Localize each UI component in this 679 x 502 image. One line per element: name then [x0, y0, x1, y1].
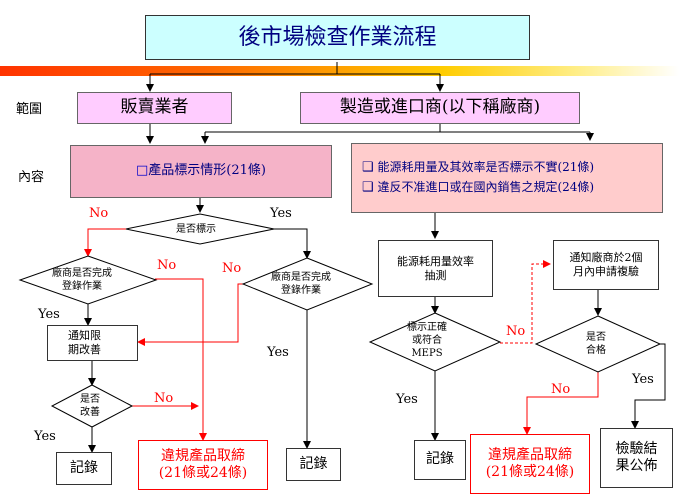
- text-line: 通知廠商於2個: [569, 251, 643, 265]
- header-stripe: [0, 66, 679, 76]
- scope-label: 範圍: [16, 102, 43, 117]
- decision-maker-registered-right: [241, 257, 374, 311]
- edge-yes-right-registered: Yes: [267, 345, 289, 360]
- text-line: (21條或24條): [485, 464, 575, 480]
- decision-pass: [534, 315, 662, 373]
- energy-item-2: ❑ 違反不准進口或在國內銷售之規定(24條): [362, 180, 594, 196]
- content-label: 內容: [18, 170, 45, 185]
- maker-box: 製造或進口商(以下稱廠商): [300, 92, 580, 124]
- seller-box: 販賣業者: [77, 92, 232, 124]
- text-line: 是否: [586, 332, 606, 343]
- maker-registered-right-text: 廠商是否完成 登錄作業: [271, 271, 331, 297]
- decision-is-labeled: [125, 213, 275, 245]
- checkbox-bullet-icon: ❑: [362, 159, 374, 175]
- is-labeled-text: 是否標示: [176, 224, 216, 235]
- edge-yes-pass: Yes: [632, 372, 654, 387]
- text-line: 或符合: [412, 335, 442, 346]
- energy-item-2-text: 違反不准進口或在國內銷售之規定(24條): [377, 180, 595, 194]
- violation-box-right: 違規產品取締 (21條或24條): [470, 434, 590, 494]
- text-line: 檢驗結: [615, 440, 658, 457]
- edge-yes-is-labeled: Yes: [270, 206, 292, 221]
- checkbox-bullet-icon: □: [136, 163, 149, 179]
- pass-text: 是否 合格: [586, 331, 606, 357]
- page-title: 後市場檢查作業流程: [145, 15, 530, 60]
- text-line: 廠商是否完成: [52, 268, 112, 279]
- text-line: 月內申請複驗: [573, 265, 639, 278]
- record-box-1: 記錄: [56, 452, 112, 485]
- text-line: 登錄作業: [281, 285, 321, 296]
- edge-yes-improved: Yes: [34, 429, 56, 444]
- edge-no-left-registered: No: [157, 258, 177, 273]
- text-line: 廠商是否完成: [271, 272, 331, 283]
- checkbox-bullet-icon: ❑: [362, 180, 374, 195]
- notify-fix-box: 通知限 期改善: [47, 325, 138, 361]
- energy-item-1-text: 能源耗用量及其效率是否標示不實(21條): [377, 159, 595, 174]
- energy-item-1: ❑ 能源耗用量及其效率是否標示不實(21條): [362, 160, 594, 176]
- decision-improved: [50, 384, 134, 428]
- text-line: MEPS: [411, 348, 443, 359]
- edge-no-improved: No: [154, 391, 174, 406]
- energy-test-box: 能源耗用量效率 抽測: [378, 240, 493, 297]
- edge-no-right-registered: No: [222, 261, 242, 276]
- text-line: 改善: [80, 407, 100, 418]
- text-line: 期改善: [68, 343, 101, 356]
- text-line: 違規產品取締: [161, 447, 245, 464]
- record-box-3: 記錄: [414, 440, 466, 480]
- publish-box: 檢驗結 果公佈: [600, 428, 673, 488]
- text-line: 登錄作業: [62, 281, 102, 292]
- label-inspection-box: □ 產品標示情形(21條): [70, 145, 332, 198]
- meps-text: 標示正確 或符合 MEPS: [407, 321, 447, 360]
- text-line: 違規產品取締: [488, 446, 572, 463]
- text-line: 合格: [586, 345, 606, 356]
- label-inspection-text: 產品標示情形(21條): [148, 163, 266, 179]
- text-line: (21條或24條): [158, 465, 248, 481]
- edge-no-meps: No: [506, 324, 526, 339]
- text-line: 標示正確: [407, 322, 447, 333]
- energy-violation-box: ❑ 能源耗用量及其效率是否標示不實(21條) ❑ 違反不准進口或在國內銷售之規定…: [351, 143, 663, 213]
- maker-registered-left-text: 廠商是否完成 登錄作業: [52, 267, 112, 293]
- text-line: 能源耗用量效率: [397, 254, 474, 268]
- text-line: 抽測: [424, 268, 447, 282]
- improved-text: 是否 改善: [80, 393, 100, 419]
- violation-box-left: 違規產品取締 (21條或24條): [138, 440, 268, 490]
- edge-yes-left-registered: Yes: [38, 307, 60, 322]
- decision-meps: [368, 312, 502, 372]
- edge-no-pass: No: [551, 382, 571, 397]
- text-line: 是否: [80, 394, 100, 405]
- text-line: 通知限: [68, 329, 101, 343]
- decision-maker-registered-left: [18, 255, 158, 305]
- notify-retest-box: 通知廠商於2個 月內申請複驗: [553, 240, 659, 290]
- edge-no-is-labeled: No: [89, 206, 109, 221]
- edge-yes-meps: Yes: [396, 392, 418, 407]
- text-line: 果公佈: [615, 458, 658, 474]
- record-box-2: 記錄: [286, 448, 341, 481]
